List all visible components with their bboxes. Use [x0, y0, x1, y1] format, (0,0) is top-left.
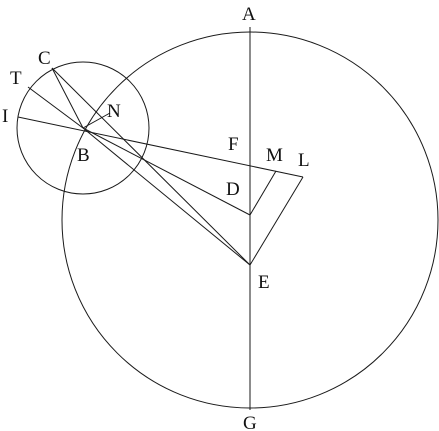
label-M: M [266, 145, 283, 166]
line-TB [27, 86, 84, 129]
line-CE [51, 67, 251, 266]
label-A: A [242, 4, 256, 25]
line-IL [17, 116, 304, 178]
line-BE [82, 127, 251, 266]
label-E: E [258, 272, 270, 293]
label-L: L [298, 150, 310, 171]
label-T: T [10, 68, 22, 89]
line-DM [249, 170, 277, 216]
small-circle [16, 61, 150, 195]
label-B: B [77, 145, 90, 166]
label-G: G [243, 413, 257, 431]
label-I: I [2, 106, 8, 127]
line-BD [82, 127, 251, 216]
label-N: N [107, 101, 121, 122]
line-BN [82, 112, 111, 129]
line-CB [51, 67, 84, 129]
line-EL [249, 176, 304, 266]
label-D: D [226, 179, 240, 200]
label-F: F [228, 134, 239, 155]
label-C: C [38, 48, 51, 69]
